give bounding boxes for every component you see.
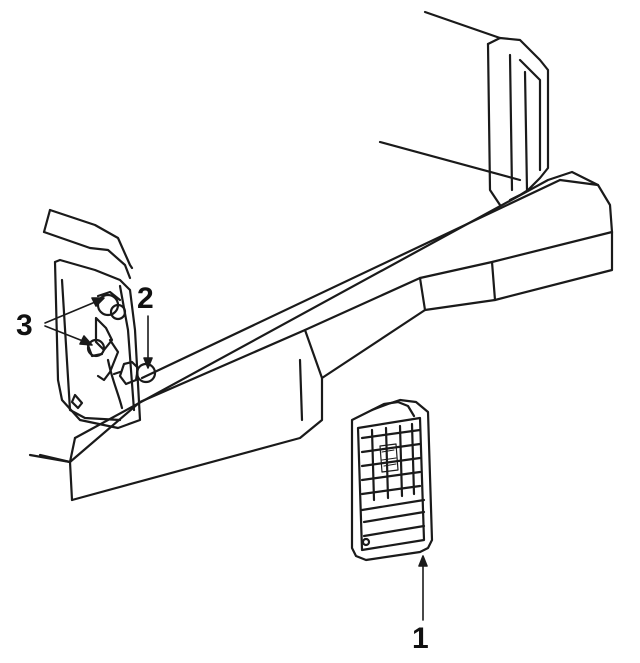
- callout-3: 3: [16, 309, 33, 342]
- leader-arrow-1: [418, 555, 428, 567]
- lamp-pocket: [42, 208, 142, 430]
- truck-body-outline: [378, 10, 550, 207]
- bulb-socket-icon: [84, 290, 127, 410]
- leader-lines: [44, 297, 428, 621]
- leader-arrow-3a: [91, 297, 105, 307]
- leader-line-3a: [44, 299, 101, 324]
- leader-arrow-3b: [79, 335, 93, 346]
- rear-bumper: [28, 170, 614, 502]
- leader-arrow-2: [143, 357, 153, 369]
- tail-lamp-assembly-icon: [350, 398, 434, 562]
- leader-line-3b: [44, 325, 89, 344]
- callout-2: 2: [137, 282, 154, 315]
- callout-1: 1: [412, 622, 429, 655]
